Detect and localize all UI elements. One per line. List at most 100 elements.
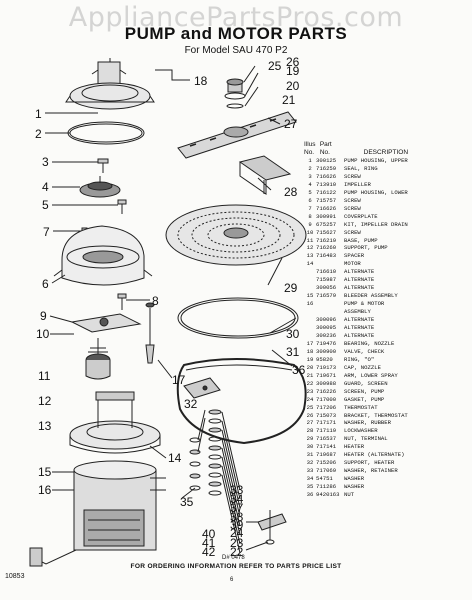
header-illus: Illus bbox=[304, 141, 316, 148]
part-bearing-nozzle bbox=[145, 302, 155, 364]
illus-number: 21 bbox=[306, 371, 314, 379]
illus-number: 22 bbox=[306, 379, 314, 387]
callout-8: 8 bbox=[152, 294, 159, 308]
illus-number: 5 bbox=[308, 188, 312, 196]
part-description: ALTERNATE bbox=[344, 324, 375, 332]
table-row: 4 713910 IMPELLER bbox=[304, 181, 469, 189]
illus-number: 26 bbox=[306, 411, 314, 419]
page-title: PUMP and MOTOR PARTS bbox=[124, 24, 348, 43]
part-number: 300096 bbox=[316, 316, 337, 324]
callout-42: 42 bbox=[202, 545, 216, 559]
watermark: AppliancePartsPros.com bbox=[68, 2, 404, 33]
part-number: 719687 bbox=[316, 451, 337, 459]
callout-35: 35 bbox=[180, 495, 194, 509]
callout-6: 6 bbox=[42, 277, 49, 291]
part-description: IMPELLER bbox=[344, 180, 371, 188]
callout-31: 31 bbox=[286, 345, 300, 359]
part-number: 300900 bbox=[316, 347, 337, 355]
illus-number: 24 bbox=[306, 395, 314, 403]
part-number: 716483 bbox=[316, 252, 337, 260]
callout-4: 4 bbox=[42, 180, 49, 194]
parts-table-header: Illus Part No. No. DESCRIPTION bbox=[304, 141, 469, 157]
part-description: WASHER, RETAINER bbox=[344, 467, 398, 475]
illus-number: 4 bbox=[308, 180, 312, 188]
illus-number: 12 bbox=[306, 244, 314, 252]
callout-36: 36 bbox=[292, 363, 306, 377]
part-number: 717141 bbox=[316, 443, 337, 451]
part-description: ALTERNATE bbox=[344, 331, 375, 339]
part-coverplate bbox=[70, 313, 142, 333]
callout-13: 13 bbox=[38, 419, 52, 433]
document-code: 10853 bbox=[5, 573, 25, 580]
table-row: ASSEMBLY bbox=[304, 308, 469, 316]
part-description: NUT, TERMINAL bbox=[344, 435, 388, 443]
callout-5: 5 bbox=[42, 198, 49, 212]
part-description: ARM, LOWER SPRAY bbox=[344, 371, 398, 379]
callout-7: 7 bbox=[43, 225, 50, 239]
part-description: GASKET, PUMP bbox=[344, 395, 385, 403]
part-number: 715206 bbox=[316, 459, 337, 467]
part-fastener-stack bbox=[189, 409, 222, 496]
part-description: PUMP HOUSING, LOWER bbox=[344, 188, 408, 196]
callout-12: 12 bbox=[38, 394, 52, 408]
callout-37: 37 bbox=[230, 501, 244, 515]
part-description: BEARING, NOZZLE bbox=[344, 339, 395, 347]
part-number: 716610 bbox=[316, 268, 337, 276]
illus-number bbox=[304, 284, 316, 292]
callout-30: 30 bbox=[286, 327, 300, 341]
callout-39: 39 bbox=[230, 518, 244, 532]
illus-number: 35 bbox=[306, 483, 314, 491]
callout-22: 22 bbox=[230, 545, 244, 559]
part-description: SUPPORT, PUMP bbox=[344, 244, 388, 252]
part-number: 716259 bbox=[316, 164, 337, 172]
table-row: 300096 ALTERNATE bbox=[304, 316, 469, 324]
part-pump-base bbox=[85, 338, 111, 380]
part-number: 716626 bbox=[316, 172, 337, 180]
page-number: 6 bbox=[230, 577, 234, 583]
part-number: 717000 bbox=[316, 395, 337, 403]
part-number bbox=[316, 300, 344, 308]
part-number: 300236 bbox=[316, 331, 337, 339]
illus-number: 33 bbox=[306, 467, 314, 475]
callout-3: 3 bbox=[42, 155, 49, 169]
part-description: ALTERNATE bbox=[344, 284, 375, 292]
part-number: 54751 bbox=[316, 475, 333, 483]
illus-number: 18 bbox=[306, 347, 314, 355]
part-lower-pump-housing bbox=[53, 225, 153, 286]
model-subtitle: For Model SAU 470 P2 bbox=[184, 45, 288, 56]
callout-41: 41 bbox=[202, 536, 216, 550]
part-description: SCREW bbox=[344, 172, 361, 180]
callout-40: 40 bbox=[202, 527, 216, 541]
part-number: 719173 bbox=[316, 363, 337, 371]
part-description: SPACER bbox=[344, 252, 365, 260]
part-number: 719476 bbox=[316, 339, 337, 347]
part-description: ALTERNATE bbox=[344, 316, 375, 324]
part-description: NUT bbox=[344, 491, 355, 499]
part-description: HEATER (ALTERNATE) bbox=[344, 451, 405, 459]
part-number: 713910 bbox=[316, 180, 337, 188]
part-description: SCREEN, PUMP bbox=[344, 387, 385, 395]
part-pump-gasket bbox=[177, 297, 299, 339]
callout-15: 15 bbox=[38, 465, 52, 479]
illus-number bbox=[304, 332, 316, 340]
part-description: SEAL, RING bbox=[344, 164, 378, 172]
part-description: MOTOR bbox=[344, 260, 361, 268]
part-number: 300056 bbox=[316, 284, 337, 292]
